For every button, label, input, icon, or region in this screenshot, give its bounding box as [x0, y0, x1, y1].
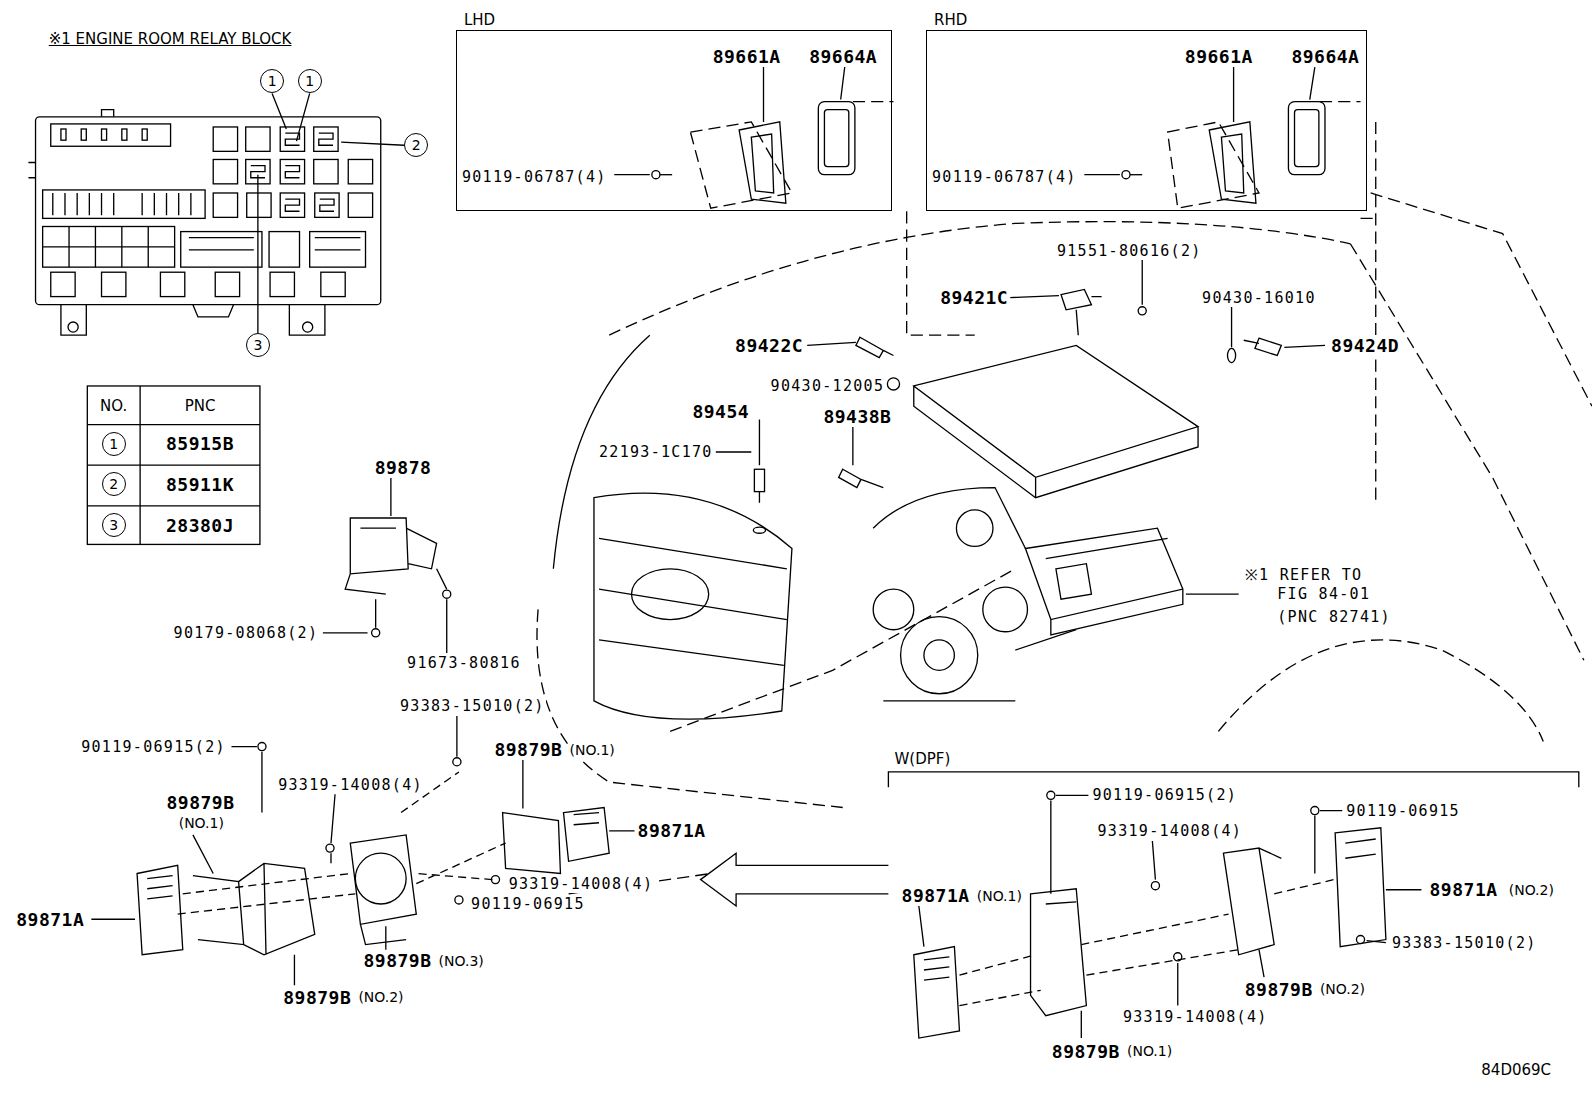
callout-number: 1 [109, 437, 118, 451]
part-number: 89438B [822, 406, 892, 427]
callout-number: 1 [268, 74, 277, 88]
callout-number: 3 [109, 518, 118, 532]
callout-circle: 1 [298, 69, 322, 93]
position-note: (NO.2) [1508, 882, 1555, 898]
callout-circle: 2 [404, 133, 428, 157]
callout-circle: 1 [260, 69, 284, 93]
part-number: 89878 [374, 457, 433, 478]
part-number: 89661A [1184, 46, 1254, 67]
fastener-number: 93383-15010(2) [399, 697, 546, 715]
fastener-number: 90119-06915 [470, 895, 586, 913]
part-number: 90119-06787(4) [931, 168, 1078, 186]
position-note: (NO.1) [178, 815, 225, 831]
fastener-number: 90179-08068(2) [173, 624, 320, 642]
fastener-number: 93319-14008(4) [508, 875, 655, 893]
fastener-number: 90119-06915(2) [1091, 786, 1238, 804]
callout-circle: 2 [102, 472, 126, 496]
fastener-number: 90119-06915 [1345, 802, 1461, 820]
fastener-number: 90430-16010 [1201, 289, 1317, 307]
part-number: 85915B [165, 433, 235, 454]
text-label: NO. [99, 397, 128, 415]
callout-number: 1 [305, 74, 314, 88]
fastener-number: 91673-80816 [406, 654, 522, 672]
part-number: 89871A [901, 885, 971, 906]
fastener-number: 93319-14008(4) [1097, 822, 1244, 840]
region-heading: RHD [933, 11, 968, 29]
part-number: 89454 [691, 401, 750, 422]
part-number: 89871A [15, 909, 85, 930]
fastener-number: ※1 REFER TO [1244, 564, 1364, 584]
callout-circle: 3 [102, 513, 126, 537]
fastener-number: (PNC 82741) [1276, 608, 1392, 626]
part-number: 89879B [1051, 1041, 1121, 1062]
part-number: 89664A [808, 46, 878, 67]
fastener-number: 93383-15010(2) [1391, 934, 1538, 952]
callout-number: 3 [253, 338, 262, 352]
callout-number: 2 [109, 477, 118, 491]
position-note: (NO.1) [976, 888, 1023, 904]
fastener-number: FIG 84-01 [1276, 585, 1371, 603]
text-label: W(DPF) [893, 750, 951, 768]
fastener-number: 90119-06915(2) [80, 738, 227, 756]
position-note: (NO.2) [1319, 981, 1366, 997]
part-number: 89422C [734, 335, 804, 356]
callout-circle: 3 [246, 333, 270, 357]
part-number: 89661A [712, 46, 782, 67]
part-number: 89424D [1330, 335, 1400, 356]
region-frame: LHD89661A89664A90119-06787(4) [456, 30, 893, 211]
region-frame: RHD89661A89664A90119-06787(4) [926, 30, 1367, 211]
fastener-number: 93319-14008(4) [1122, 1008, 1269, 1026]
fastener-number: 90430-12005 [770, 377, 886, 395]
text-label: PNC [184, 397, 217, 415]
position-note: (NO.3) [438, 953, 485, 969]
callout-number: 2 [412, 138, 421, 152]
region-heading: LHD [463, 11, 496, 29]
part-number: 89871A [637, 820, 707, 841]
part-number: 85911K [165, 474, 235, 495]
position-note: (NO.2) [357, 989, 404, 1005]
part-number: 89664A [1290, 46, 1360, 67]
part-number: 28380J [165, 515, 235, 536]
text-label: 84D069C [1480, 1061, 1552, 1079]
part-number: 89879B [362, 950, 432, 971]
part-number: 89879B [165, 792, 235, 813]
callout-circle: 1 [102, 432, 126, 456]
part-number: 89871A [1429, 879, 1499, 900]
fastener-number: 91551-80616(2) [1056, 242, 1203, 260]
position-note: (NO.1) [1126, 1043, 1173, 1059]
part-number: 89879B [1244, 979, 1314, 1000]
position-note: (NO.1) [569, 742, 616, 758]
part-number: 89879B [493, 739, 563, 760]
part-number: 89879B [282, 987, 352, 1008]
fastener-number: 22193-1C170 [598, 443, 714, 461]
part-number: 90119-06787(4) [461, 168, 608, 186]
text-label: ※1 ENGINE ROOM RELAY BLOCK [48, 30, 293, 48]
fastener-number: 93319-14008(4) [277, 776, 424, 794]
part-number: 89421C [939, 287, 1009, 308]
